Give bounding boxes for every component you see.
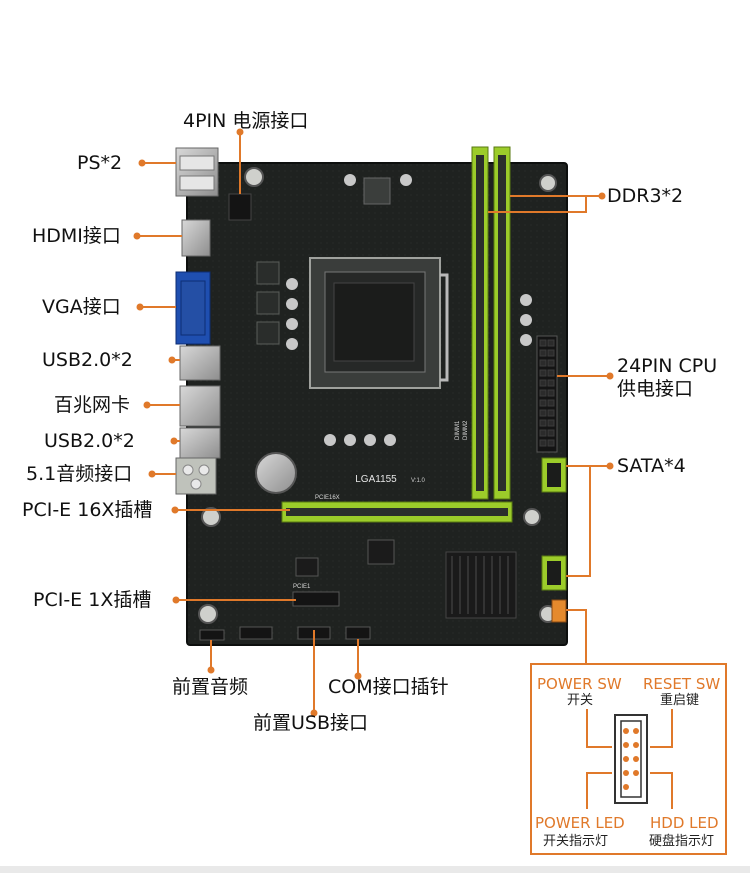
label-4pin-power: 4PIN 电源接口 xyxy=(183,110,309,132)
label-lan: 百兆网卡 xyxy=(54,394,131,416)
label-usb20-top: USB2.0*2 xyxy=(42,349,133,371)
label-vga: VGA接口 xyxy=(42,296,121,318)
vrm-chokes xyxy=(256,174,532,446)
label-pcie-1x: PCI-E 1X插槽 xyxy=(33,589,152,611)
label-24pin-line1: 24PIN CPU xyxy=(617,355,718,377)
label-pcie-16x: PCI-E 16X插槽 xyxy=(22,499,153,521)
pcie16x-silkscreen: PCIE16X xyxy=(315,495,340,501)
power-4pin-connector xyxy=(228,193,252,221)
reset-sw-title: RESET SW xyxy=(643,675,721,693)
dimm-slots: DIMM1 DIMM2 xyxy=(455,146,511,500)
io-chip xyxy=(367,539,395,565)
pcie-16x-slot: PCIE16X xyxy=(281,495,513,523)
page-bottom-bar xyxy=(0,866,750,873)
reset-sw-subtitle: 重启键 xyxy=(660,693,700,708)
label-hdmi: HDMI接口 xyxy=(32,225,121,247)
power-24pin-connector xyxy=(536,335,558,453)
front-panel-pin-diagram xyxy=(586,709,673,809)
hdd-led-title: HDD LED xyxy=(650,814,719,832)
cpu-socket: LGA1155 V:1.0 xyxy=(309,257,449,485)
power-sw-subtitle: 开关 xyxy=(567,693,594,708)
label-ddr3: DDR3*2 xyxy=(607,185,684,207)
hdd-led-subtitle: 硬盘指示灯 xyxy=(649,834,715,849)
dimm2-silkscreen: DIMM2 xyxy=(463,420,469,440)
label-front-usb: 前置USB接口 xyxy=(253,712,369,734)
power-led-subtitle: 开关指示灯 xyxy=(543,834,609,849)
power-led-title: POWER LED xyxy=(535,814,625,832)
audio-chip xyxy=(295,557,319,577)
label-front-audio: 前置音频 xyxy=(172,676,249,698)
pcie1x-silkscreen: PCIE1 xyxy=(293,584,311,590)
label-ps2: PS*2 xyxy=(77,152,123,174)
leader-dots xyxy=(133,128,614,717)
chipset-heatsink xyxy=(445,551,517,619)
version-silkscreen: V:1.0 xyxy=(411,478,425,484)
label-usb20-bottom: USB2.0*2 xyxy=(44,430,135,452)
socket-silkscreen: LGA1155 xyxy=(355,474,397,485)
leader-lines xyxy=(137,132,610,713)
label-sata: SATA*4 xyxy=(617,455,686,477)
cmos-battery xyxy=(255,452,297,494)
dimm1-silkscreen: DIMM1 xyxy=(455,420,461,440)
label-24pin-line2: 供电接口 xyxy=(617,378,694,400)
front-panel-header-callout: POWER SW 开关 RESET SW 重启键 POWER LED 开关指示灯… xyxy=(530,663,727,855)
label-com-header: COM接口插针 xyxy=(328,676,449,698)
power-sw-title: POWER SW xyxy=(537,675,622,693)
label-audio-51: 5.1音频接口 xyxy=(26,463,133,485)
vrm-controller-chip xyxy=(363,177,391,205)
sata-ports xyxy=(541,457,567,591)
